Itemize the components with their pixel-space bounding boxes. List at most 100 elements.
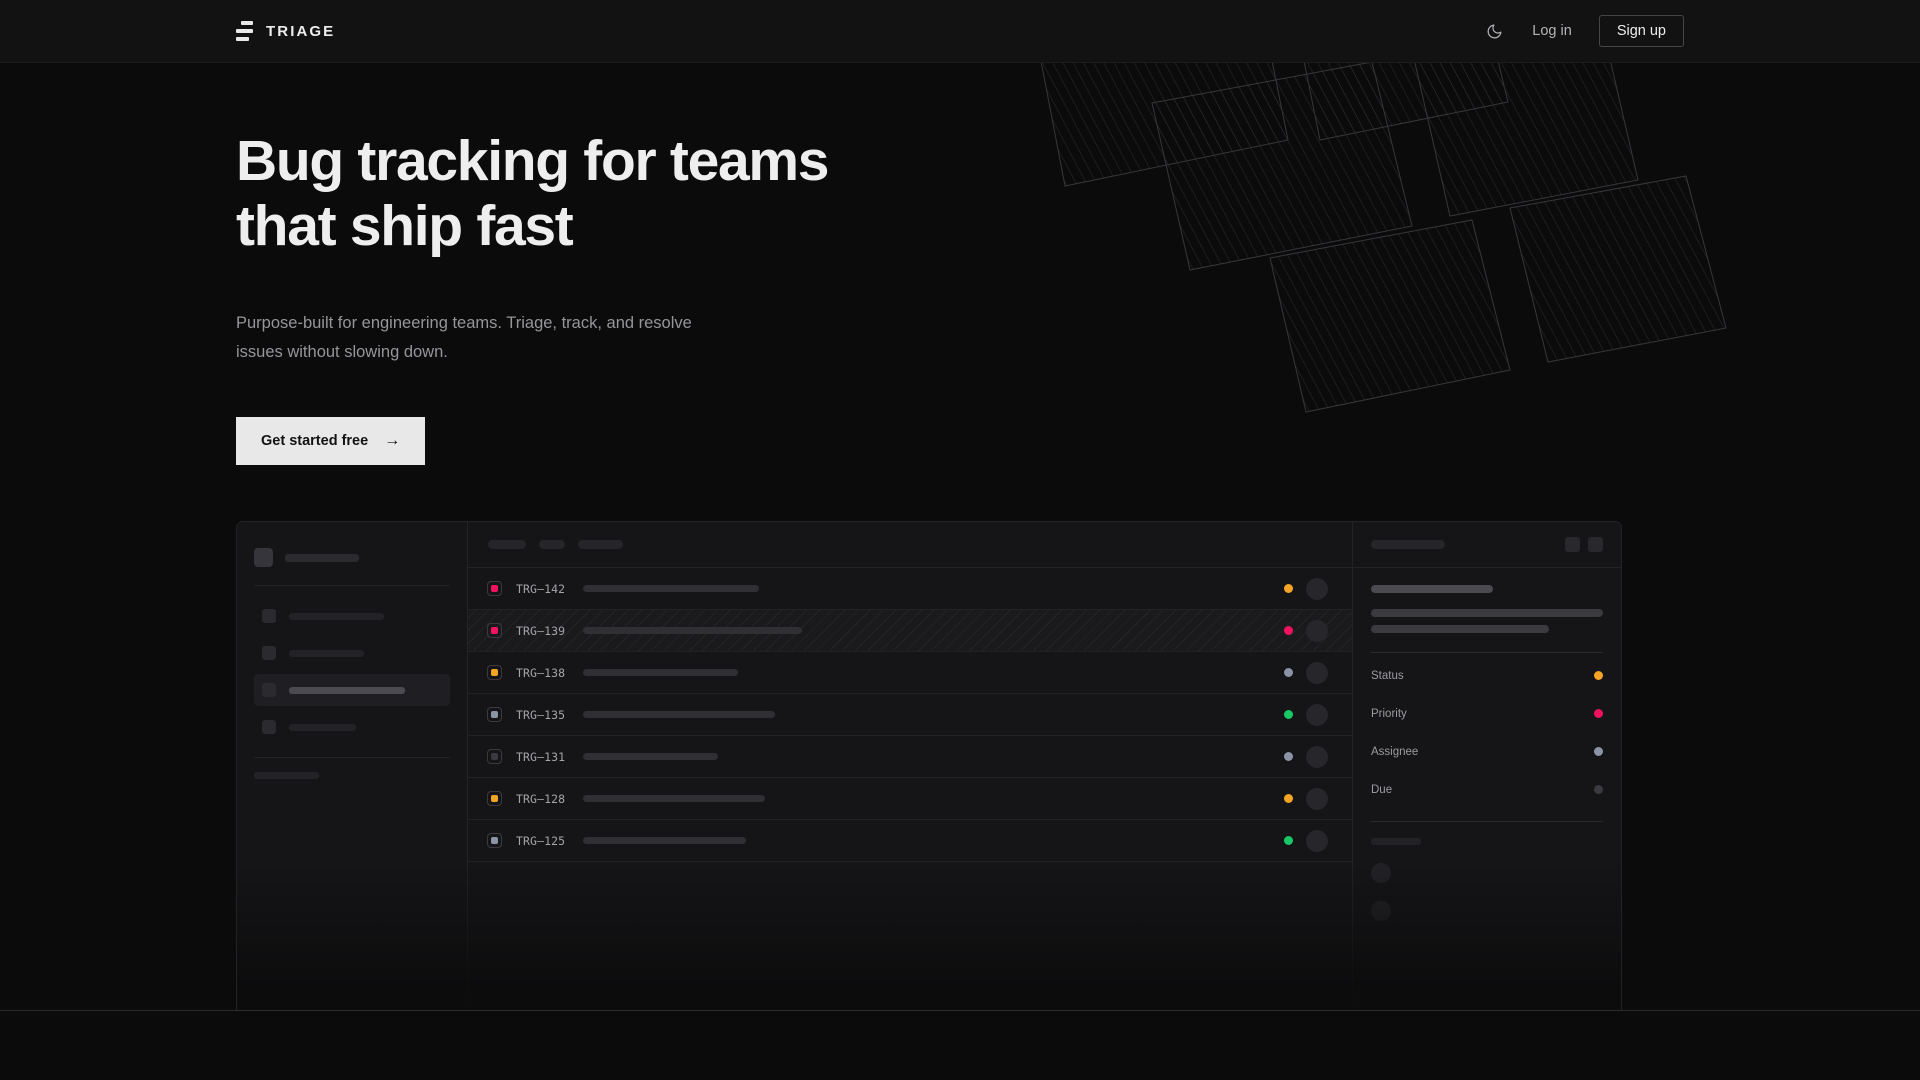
detail-action-button-0[interactable]: [1565, 537, 1580, 552]
issue-row[interactable]: TRG–131: [468, 736, 1352, 778]
brand-logo[interactable]: TRIAGE: [236, 21, 335, 41]
assignee-avatar: [1306, 661, 1328, 684]
login-link[interactable]: Log in: [1532, 23, 1572, 39]
sidebar-item-icon: [262, 646, 276, 660]
detail-divider-1: [1371, 652, 1603, 653]
sidebar-item-icon: [262, 720, 276, 734]
status-dot: [1284, 584, 1293, 593]
comments-label-skeleton: [1371, 838, 1421, 845]
list-filter-chip-0[interactable]: [488, 540, 526, 549]
signup-button[interactable]: Sign up: [1598, 15, 1684, 47]
issue-row[interactable]: TRG–128: [468, 778, 1352, 820]
decor-svg: [1036, 40, 1727, 413]
sidebar-section-label-skeleton: [254, 772, 319, 779]
priority-badge: [487, 581, 502, 596]
issue-row[interactable]: TRG–142: [468, 568, 1352, 610]
sidebar-nav-item-2[interactable]: [254, 674, 450, 706]
comment-avatar-0: [1371, 863, 1391, 883]
issue-title-skeleton: [583, 585, 760, 592]
hero-headline: Bug tracking for teams that ship fast: [236, 129, 830, 258]
list-filter-chip-1[interactable]: [539, 540, 565, 549]
detail-meta-row[interactable]: Due: [1371, 774, 1603, 805]
detail-meta-value-dot: [1594, 671, 1603, 680]
issue-id: TRG–139: [516, 623, 566, 638]
issue-list-header: [468, 522, 1352, 568]
detail-meta-row[interactable]: Assignee: [1371, 736, 1603, 767]
detail-meta-label: Priority: [1371, 707, 1407, 720]
priority-badge: [487, 833, 502, 848]
issue-row-meta: [1284, 787, 1352, 810]
sidebar-divider-bottom: [254, 757, 450, 758]
priority-badge: [487, 623, 502, 638]
detail-action-button-1[interactable]: [1588, 537, 1603, 552]
assignee-avatar: [1306, 619, 1328, 642]
issue-id: TRG–142: [516, 581, 566, 596]
issue-row-meta: [1284, 661, 1352, 684]
issue-row[interactable]: TRG–135: [468, 694, 1352, 736]
issue-row[interactable]: TRG–125: [468, 820, 1352, 862]
priority-badge: [487, 749, 502, 764]
detail-meta-value-dot: [1594, 747, 1603, 756]
detail-meta-row[interactable]: Status: [1371, 660, 1603, 691]
comment-avatar-1: [1371, 901, 1391, 921]
sidebar-nav-item-1[interactable]: [254, 637, 450, 669]
issue-title-skeleton: [583, 711, 776, 718]
assignee-avatar: [1306, 577, 1328, 600]
issue-row-meta: [1284, 745, 1352, 768]
detail-meta-value-dot: [1594, 785, 1603, 794]
issue-title-skeleton: [583, 627, 803, 634]
priority-badge: [487, 665, 502, 680]
detail-desc-line-1: [1371, 609, 1603, 617]
detail-title-skeleton: [1371, 585, 1493, 593]
detail-meta-row[interactable]: Priority: [1371, 698, 1603, 729]
issue-title-skeleton: [583, 669, 739, 676]
hero-subheadline: Purpose-built for engineering teams. Tri…: [236, 314, 692, 361]
nav-actions: Log in Sign up: [1483, 15, 1684, 47]
detail-breadcrumb-skeleton: [1371, 540, 1445, 549]
issue-title-skeleton: [583, 795, 766, 802]
issue-title-skeleton: [583, 753, 719, 760]
top-navbar: TRIAGE Log in Sign up: [0, 0, 1920, 63]
list-filter-chip-2[interactable]: [578, 540, 623, 549]
issue-id: TRG–128: [516, 791, 566, 806]
workspace-avatar: [254, 548, 273, 567]
workspace-switcher[interactable]: [254, 548, 450, 567]
issue-id: TRG–138: [516, 665, 566, 680]
get-started-button[interactable]: Get started free →: [236, 417, 426, 465]
detail-meta-label: Assignee: [1371, 745, 1419, 758]
detail-meta-value-dot: [1594, 709, 1603, 718]
sidebar-item-label-skeleton: [289, 612, 384, 620]
mock-sidebar: [237, 522, 468, 1011]
detail-desc-line-2: [1371, 625, 1549, 633]
status-dot: [1284, 668, 1293, 677]
sidebar-nav-item-3[interactable]: [254, 711, 450, 743]
issue-row-meta: [1284, 619, 1352, 642]
detail-panel-header: [1353, 522, 1621, 568]
assignee-avatar: [1306, 703, 1328, 726]
issue-title-skeleton: [583, 837, 747, 844]
section-divider: [0, 1010, 1920, 1011]
sidebar-nav-item-0[interactable]: [254, 600, 450, 632]
sidebar-item-label-skeleton: [289, 723, 356, 731]
moon-icon[interactable]: [1483, 20, 1505, 42]
issue-id: TRG–131: [516, 749, 566, 764]
status-dot: [1284, 794, 1293, 803]
hero-section: Bug tracking for teams that ship fast Pu…: [236, 63, 876, 465]
brand-name: TRIAGE: [266, 22, 336, 40]
status-dot: [1284, 752, 1293, 761]
status-dot: [1284, 626, 1293, 635]
assignee-avatar: [1306, 787, 1328, 810]
detail-divider-2: [1371, 821, 1603, 822]
issue-row[interactable]: TRG–138: [468, 652, 1352, 694]
issue-row[interactable]: TRG–139: [468, 610, 1352, 652]
detail-meta-label: Due: [1371, 783, 1393, 796]
issue-id: TRG–135: [516, 707, 566, 722]
sidebar-item-icon: [262, 683, 276, 697]
comment-avatars: [1371, 863, 1603, 921]
